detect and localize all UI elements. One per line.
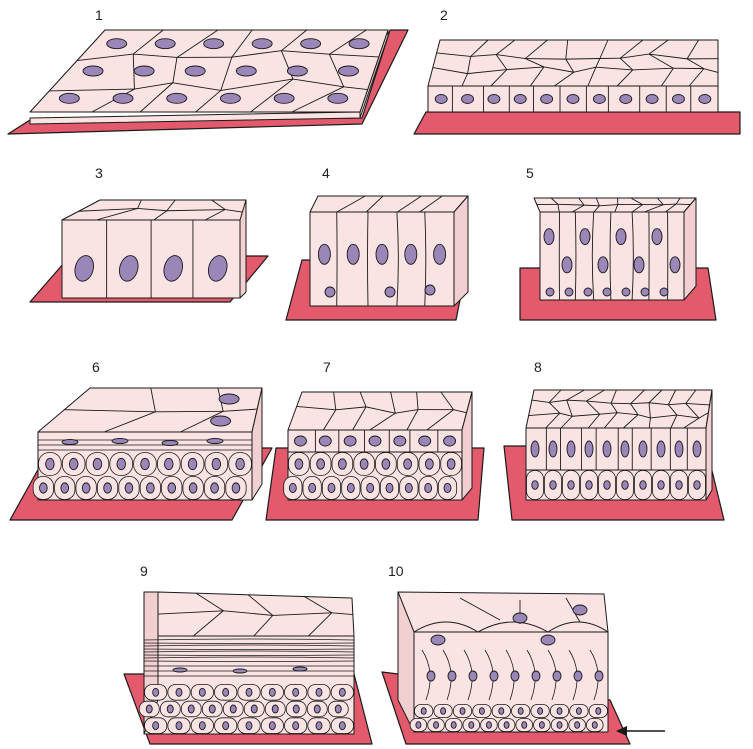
panel-label-1: 1 bbox=[95, 7, 103, 23]
panel-label-3: 3 bbox=[95, 165, 103, 181]
panel-label-2: 2 bbox=[440, 7, 448, 23]
panel-label-6: 6 bbox=[92, 359, 100, 375]
panel-simple-cuboidal bbox=[414, 40, 740, 134]
panel-simple-squamous bbox=[8, 30, 408, 134]
panel-pseudostratified bbox=[286, 196, 468, 320]
panel-label-9: 9 bbox=[140, 563, 148, 579]
panel-label-10: 10 bbox=[388, 563, 404, 579]
panel-stratified-cuboidal bbox=[266, 392, 484, 520]
panel-label-7: 7 bbox=[323, 359, 331, 375]
panel-stratified-squamous bbox=[10, 388, 272, 520]
panel-label-4: 4 bbox=[322, 165, 330, 181]
panel-pseudostratified-tall bbox=[520, 198, 716, 320]
panel-transitional bbox=[382, 592, 630, 744]
panel-simple-columnar bbox=[30, 200, 268, 302]
panel-keratinized-stratified bbox=[124, 592, 372, 744]
panel-label-5: 5 bbox=[526, 165, 534, 181]
panel-stratified-columnar bbox=[504, 390, 724, 520]
panel-label-8: 8 bbox=[534, 359, 542, 375]
